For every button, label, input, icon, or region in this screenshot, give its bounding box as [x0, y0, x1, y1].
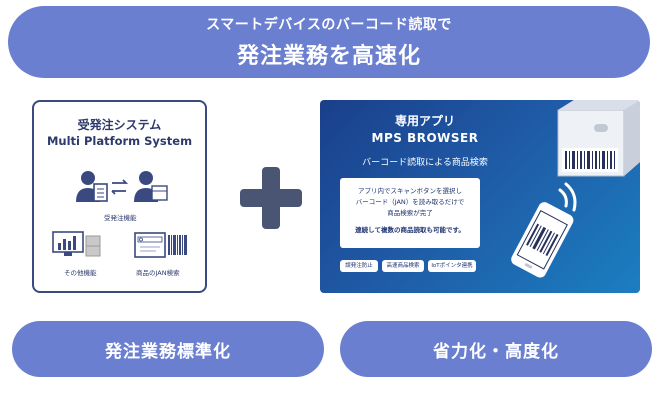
system-card: 受発注システム Multi Platform System 受発注機能 その他機…	[32, 100, 207, 293]
system-title-en: Multi Platform System	[46, 134, 193, 148]
pill-standardization: 発注業務標準化	[12, 321, 324, 377]
tag-misorder: 誤発注防止	[340, 260, 378, 272]
app-description-box: アプリ内でスキャンボタンを選択し バーコード（JAN）を読み取るだけで 商品検索…	[340, 178, 480, 248]
product-box-icon	[557, 100, 640, 177]
app-description-line3: 商品検索が完了	[387, 209, 433, 217]
app-note: 連続して複数の商品読取も可能です。	[355, 226, 465, 234]
plus-icon	[240, 167, 302, 229]
tag-iot-pointer: IoTポインタ連携	[428, 260, 476, 272]
jan-search-icon	[134, 232, 187, 258]
header-banner: スマートデバイスのバーコード読取で 発注業務を高速化	[8, 6, 650, 78]
system-title-ja: 受発注システム	[77, 118, 162, 132]
app-title: 専用アプリ	[394, 114, 455, 128]
tag-fast-search: 高速商品検索	[382, 260, 424, 272]
header-line2: 発注業務を高速化	[236, 44, 421, 69]
feature-label-order: 受発注機能	[104, 214, 137, 222]
order-transfer-icon	[76, 171, 168, 202]
app-name: MPS BROWSER	[371, 131, 479, 145]
header-line1: スマートデバイスのバーコード読取で	[206, 17, 452, 33]
app-subtitle: バーコード読取による商品検索	[362, 158, 488, 168]
pill-efficiency: 省力化・高度化	[340, 321, 652, 377]
smartphone-scan-icon	[511, 182, 577, 278]
app-description-line2: バーコード（JAN）を読み取るだけで	[355, 198, 465, 206]
feature-label-other: その他機能	[64, 269, 97, 277]
app-card: 専用アプリ MPS BROWSER バーコード読取による商品検索 アプリ内でスキ…	[320, 100, 640, 293]
app-description-line1: アプリ内でスキャンボタンを選択し	[358, 187, 462, 195]
dashboard-chart-icon	[52, 231, 101, 257]
feature-label-jan: 商品のJAN検索	[136, 269, 180, 277]
